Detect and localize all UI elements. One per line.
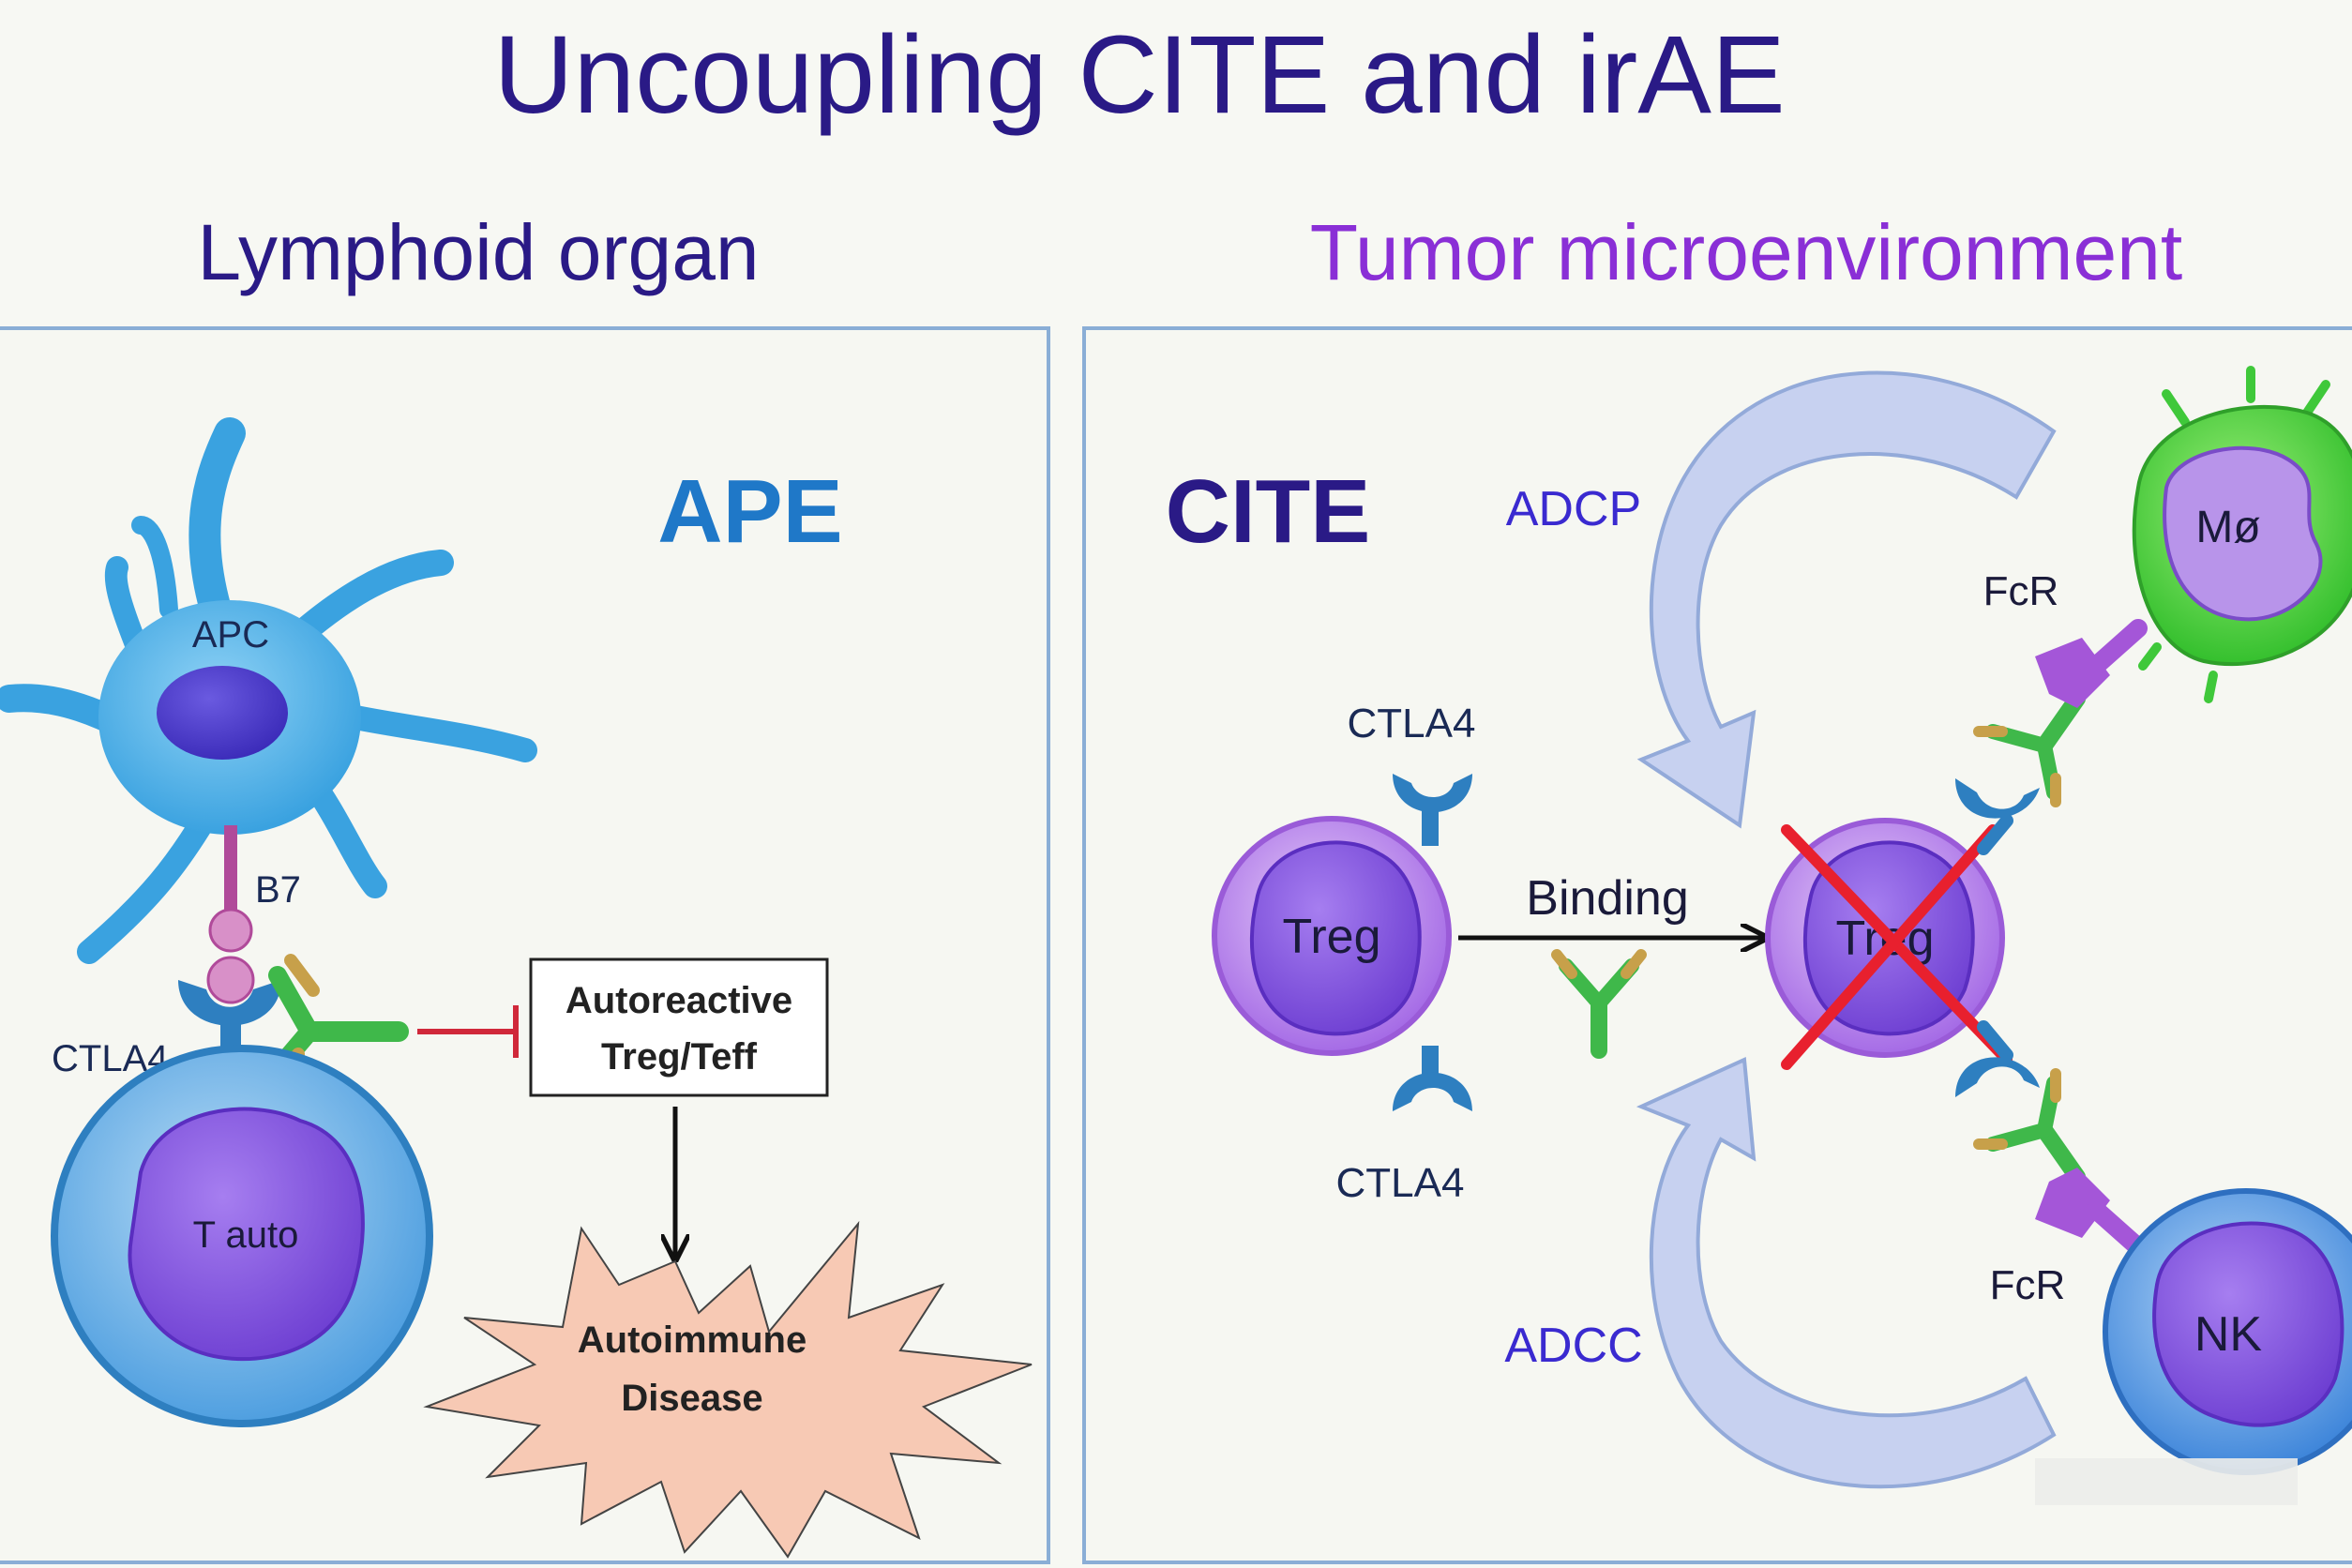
upper-receptor-chain	[1955, 619, 2148, 855]
watermark-blur	[2035, 1458, 2298, 1505]
autoreactive-line2: Treg/Teff	[601, 1036, 758, 1078]
binding-label: Binding	[1526, 871, 1688, 926]
right-panel-heading: Tumor microenvironment	[1310, 208, 2182, 296]
kill-x-icon	[1781, 824, 2013, 1070]
autoimmune-burst	[423, 1220, 1033, 1559]
autoimmune-line1: Autoimmune	[578, 1319, 807, 1361]
adcp-curved-arrow	[1636, 370, 2057, 829]
ctla4-receptor-top	[1393, 774, 1472, 846]
ctla4-label-top: CTLA4	[1348, 701, 1476, 746]
apc-nucleus	[157, 666, 288, 760]
page-title: Uncoupling CITE and irAE	[493, 13, 1785, 137]
b7-label: B7	[255, 869, 301, 911]
t-auto-cell	[51, 1045, 433, 1427]
antibody-icon-center	[1551, 949, 1647, 1059]
left-panel-heading: Lymphoid organ	[197, 208, 759, 296]
adcc-curved-arrow	[1636, 1057, 2057, 1489]
inhibition-arrow	[417, 1005, 519, 1058]
apc-label: APC	[192, 614, 269, 656]
nk-cell	[2103, 1188, 2352, 1475]
ctla4-label-bottom: CTLA4	[1336, 1160, 1465, 1206]
apc-cell	[0, 417, 537, 964]
nk-label: NK	[2194, 1307, 2263, 1362]
adcc-label: ADCC	[1504, 1319, 1642, 1373]
macrophage-cell	[2132, 366, 2352, 703]
b7-ligand	[206, 825, 255, 1004]
autoreactive-box	[529, 957, 829, 1097]
adcp-label: ADCP	[1506, 482, 1641, 536]
cite-label: CITE	[1166, 461, 1371, 562]
autoreactive-line1: Autoreactive	[565, 980, 792, 1021]
ape-label: APE	[657, 461, 842, 562]
treg-cell	[1212, 816, 1452, 1056]
treg-label: Treg	[1283, 910, 1381, 964]
fcr-label-top: FcR	[1983, 568, 2059, 614]
ctla4-receptor-bottom	[1393, 1046, 1472, 1111]
fcr-label-bottom: FcR	[1990, 1262, 2066, 1308]
autoimmune-line2: Disease	[621, 1378, 762, 1419]
lower-receptor-chain	[1955, 1020, 2148, 1257]
macrophage-label: Mø	[2195, 503, 2260, 552]
t-auto-label: T auto	[193, 1214, 299, 1256]
